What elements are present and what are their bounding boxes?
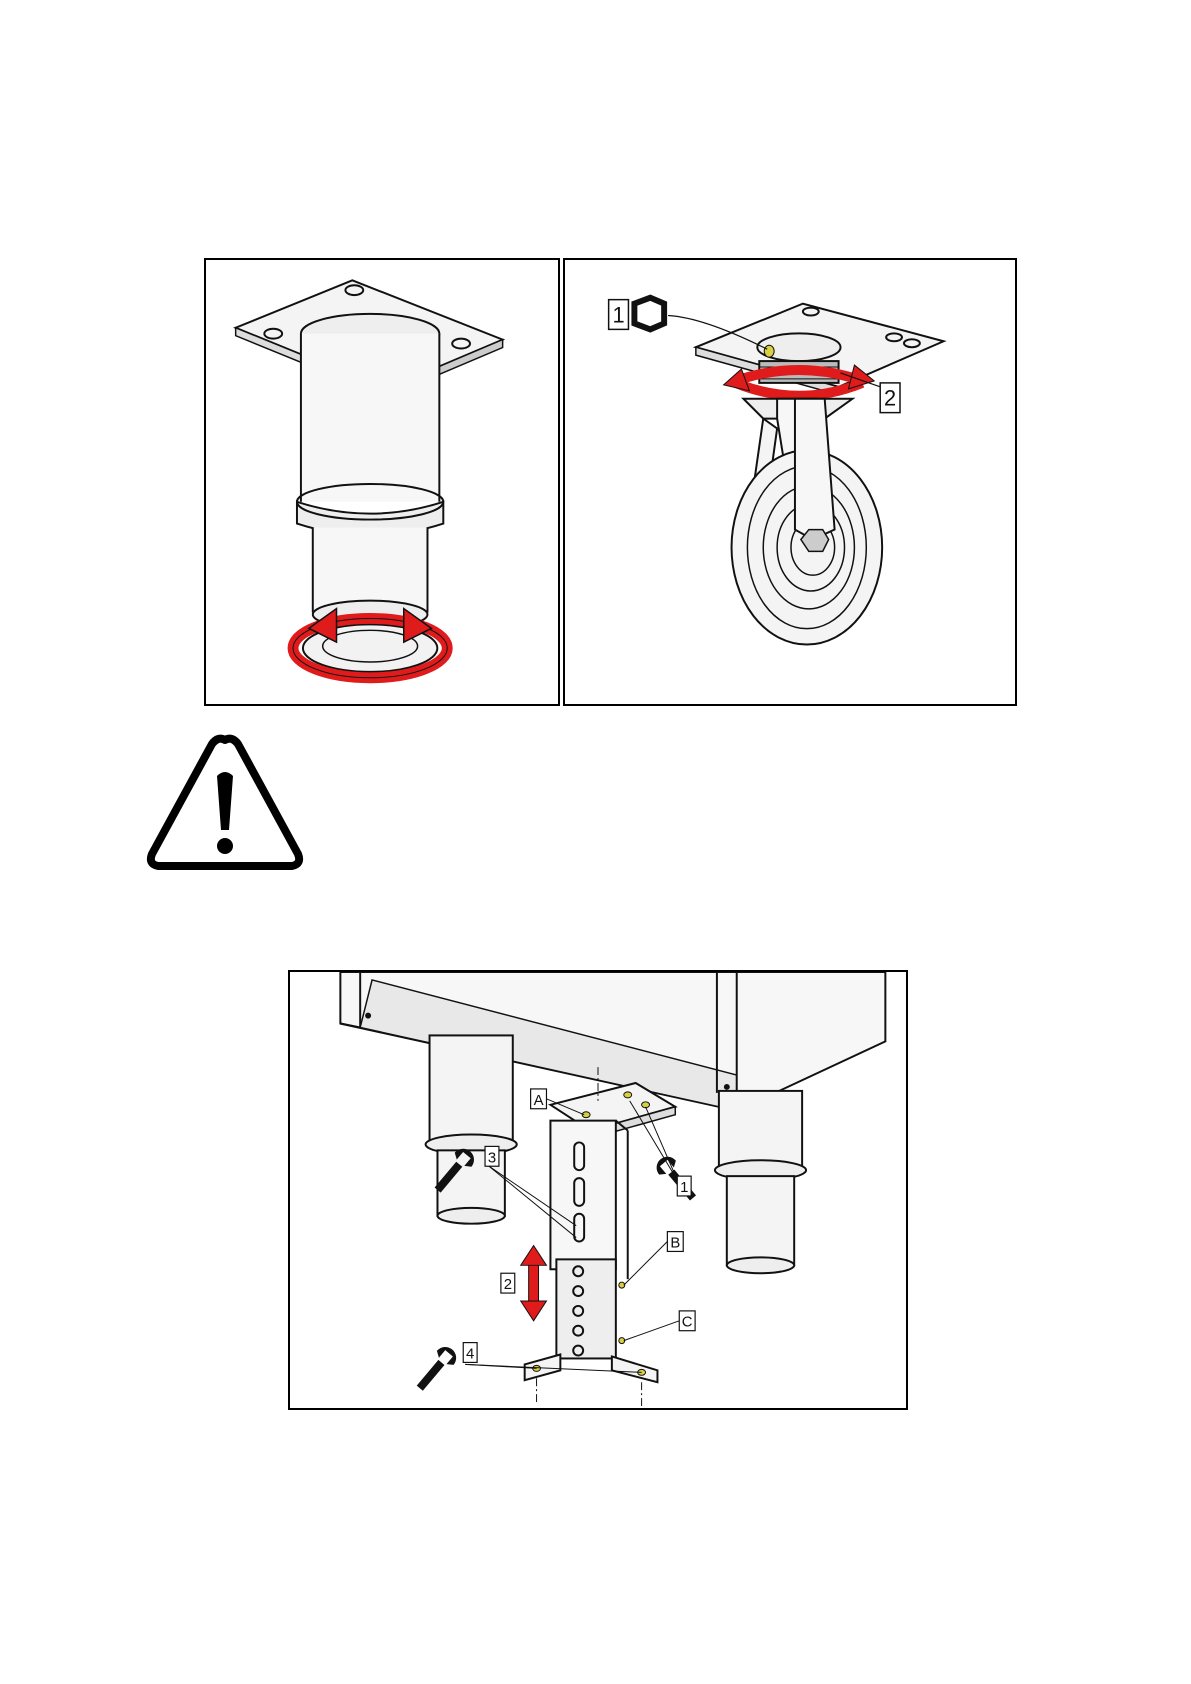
callout-2: 2	[884, 386, 896, 411]
adjustable-leg-drawing	[206, 260, 558, 704]
warning-triangle-icon	[146, 732, 304, 872]
callout-A: A	[534, 1093, 544, 1109]
hex-key-icon	[634, 298, 664, 330]
caster-wheel-drawing: 1 2	[565, 260, 1015, 704]
callout-1: 1	[680, 1180, 688, 1196]
wrench-icon	[411, 1343, 460, 1396]
height-adjust-arrow	[521, 1245, 547, 1320]
adjustable-leg-panel	[204, 258, 560, 706]
callout-B: B	[670, 1235, 680, 1251]
leg-bracket-panel: A 1 3 B 2 C 4	[288, 970, 908, 1410]
caster-wheel-panel: 1 2	[563, 258, 1017, 706]
leg-bracket-drawing: A 1 3 B 2 C 4	[290, 972, 906, 1408]
callout-4: 4	[466, 1346, 474, 1362]
callout-3: 3	[488, 1150, 496, 1166]
callout-C: C	[682, 1315, 693, 1331]
callout-1: 1	[612, 302, 624, 327]
callout-2: 2	[504, 1277, 512, 1293]
